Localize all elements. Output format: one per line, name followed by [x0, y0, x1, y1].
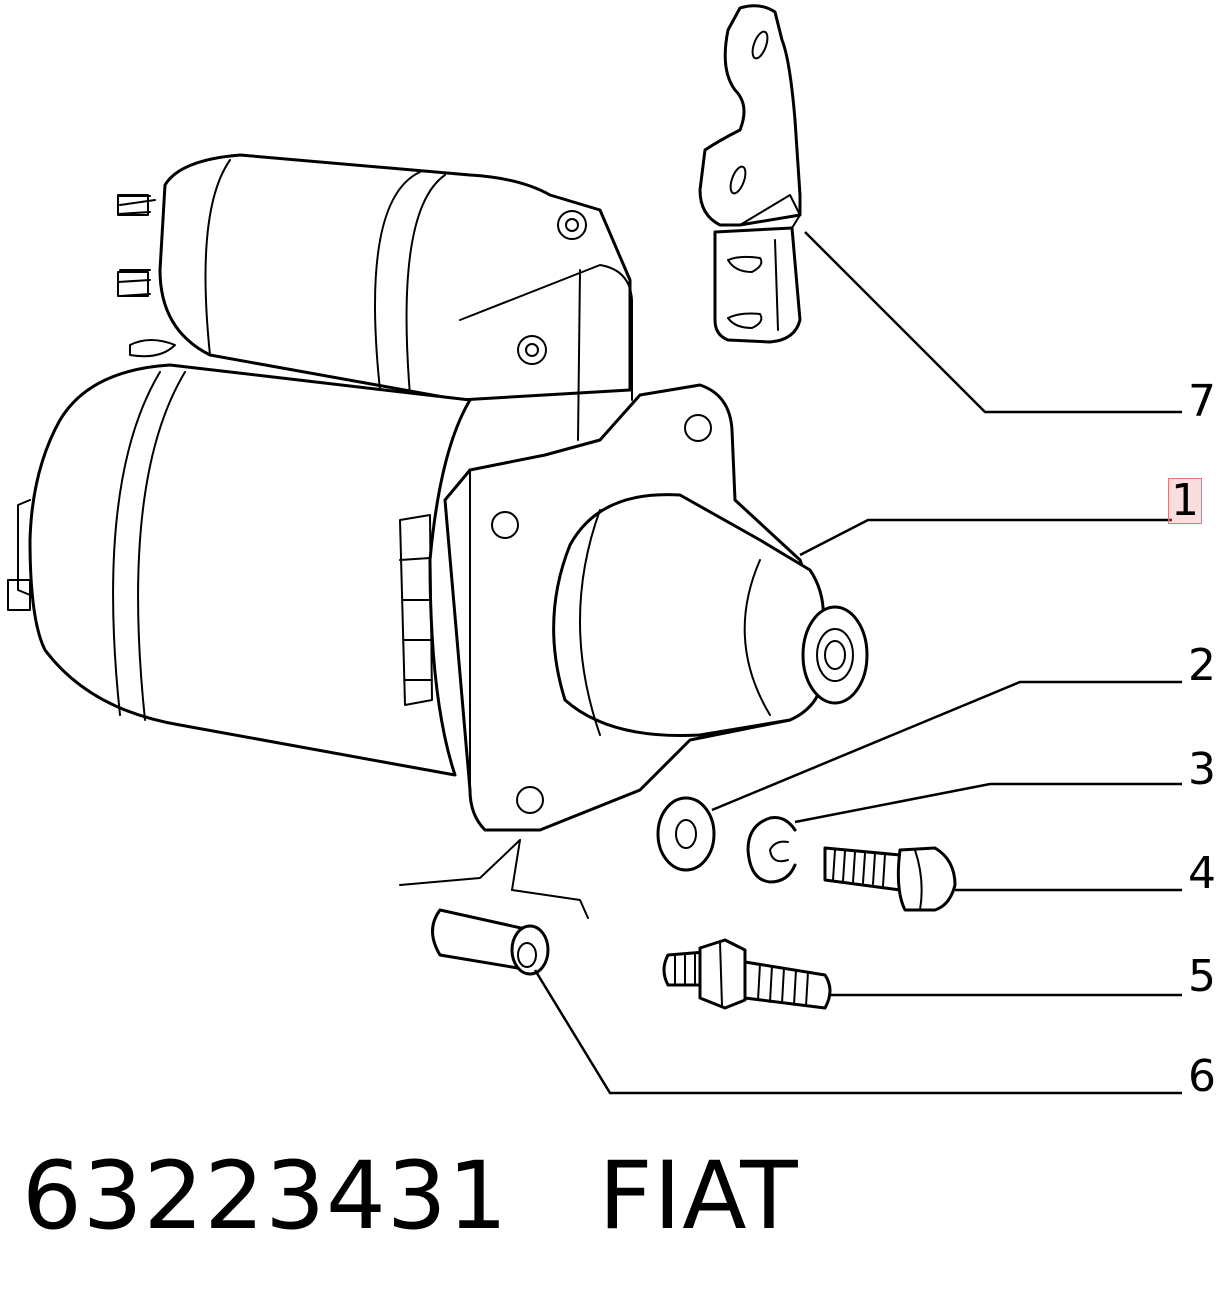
mounting-bracket[interactable]: [698, 4, 802, 344]
callout-7[interactable]: 7: [1188, 380, 1216, 424]
spring-washer[interactable]: [746, 816, 797, 884]
callout-3-label: 3: [1188, 744, 1216, 795]
callout-5[interactable]: 5: [1188, 955, 1216, 999]
dowel-sleeve[interactable]: [399, 839, 589, 976]
callout-5-label: 5: [1188, 951, 1216, 1002]
hex-bolt[interactable]: [823, 846, 957, 912]
part-number: 63223431: [22, 1142, 509, 1251]
stud-with-nut[interactable]: [662, 938, 832, 1010]
callout-1[interactable]: 1: [1168, 478, 1202, 524]
leader-line-6: [533, 969, 1182, 1095]
callout-6[interactable]: 6: [1188, 1055, 1216, 1099]
callout-2-label: 2: [1188, 640, 1216, 691]
callout-6-label: 6: [1188, 1051, 1216, 1102]
brand-name: FIAT: [598, 1142, 799, 1251]
callout-2[interactable]: 2: [1188, 644, 1216, 688]
callout-3[interactable]: 3: [1188, 748, 1216, 792]
callout-1-label: 1: [1171, 475, 1199, 526]
leader-line-2: [711, 680, 1182, 812]
starter-motor[interactable]: [7, 153, 869, 832]
flat-washer[interactable]: [656, 796, 716, 872]
callout-4-label: 4: [1188, 848, 1216, 899]
leader-line-7: [804, 231, 1182, 414]
callout-4[interactable]: 4: [1188, 852, 1216, 896]
leader-lines: [533, 231, 1182, 1095]
leader-line-3: [794, 782, 1182, 824]
leader-line-1: [799, 518, 1172, 557]
callout-7-label: 7: [1188, 376, 1216, 427]
